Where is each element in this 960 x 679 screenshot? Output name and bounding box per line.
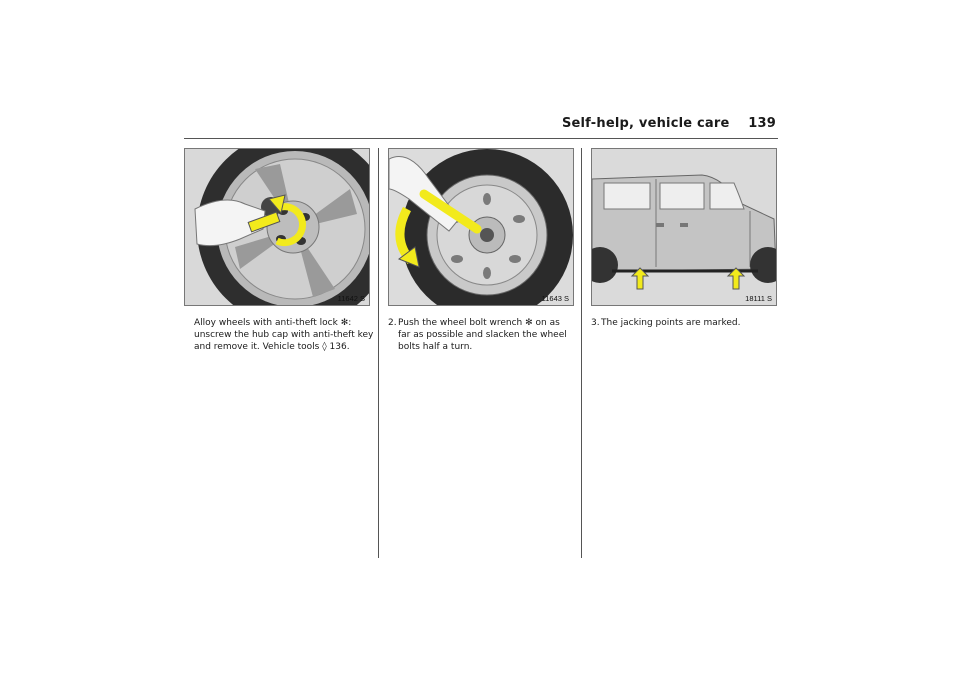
step-number: 3.	[591, 318, 600, 328]
paragraph-anti-theft-lock: Alloy wheels with anti-theft lock ✻: uns…	[194, 317, 380, 353]
paragraph-step-3: 3. The jacking points are marked.	[591, 317, 777, 329]
vehicle-side-illustration	[592, 149, 776, 305]
step-text: The jacking points are marked.	[601, 318, 741, 328]
paragraph-text-before: Alloy wheels with anti-theft lock	[194, 318, 341, 328]
figure-code: 11643 S	[541, 294, 569, 303]
wheel-wrench-illustration	[389, 149, 573, 305]
page-reference-icon: ◊	[322, 342, 327, 352]
figure-wheel-wrench: 11643 S	[388, 148, 574, 306]
paragraph-text-before: Push the wheel bolt wrench	[398, 318, 526, 328]
paragraph-step-2: 2. Push the wheel bolt wrench ✻ on as fa…	[388, 317, 574, 353]
figure-code: 18111 S	[745, 294, 772, 303]
optional-equipment-icon: ✻	[525, 318, 533, 328]
column-divider-1	[378, 148, 379, 558]
header-rule	[184, 138, 778, 139]
figure-code: 11642 S	[337, 294, 365, 303]
step-number: 2.	[388, 318, 397, 328]
optional-equipment-icon: ✻	[340, 318, 349, 328]
figure-alloy-wheel: 11642 S	[184, 148, 370, 306]
section-title: Self-help, vehicle care	[561, 116, 730, 131]
alloy-wheel-illustration	[185, 149, 369, 305]
page-reference[interactable]: 136.	[326, 342, 350, 352]
paragraph-text-after: on as far as possible and slacken the wh…	[398, 318, 567, 352]
paragraph-text-after: : unscrew the hub cap with anti-theft ke…	[194, 318, 374, 352]
step-text: Push the wheel bolt wrench ✻ on as far a…	[388, 317, 574, 353]
page-number: 139	[748, 116, 776, 131]
column-divider-2	[581, 148, 582, 558]
page-header: Self-help, vehicle care 139	[562, 116, 776, 131]
figure-jacking-points: 18111 S	[591, 148, 777, 306]
